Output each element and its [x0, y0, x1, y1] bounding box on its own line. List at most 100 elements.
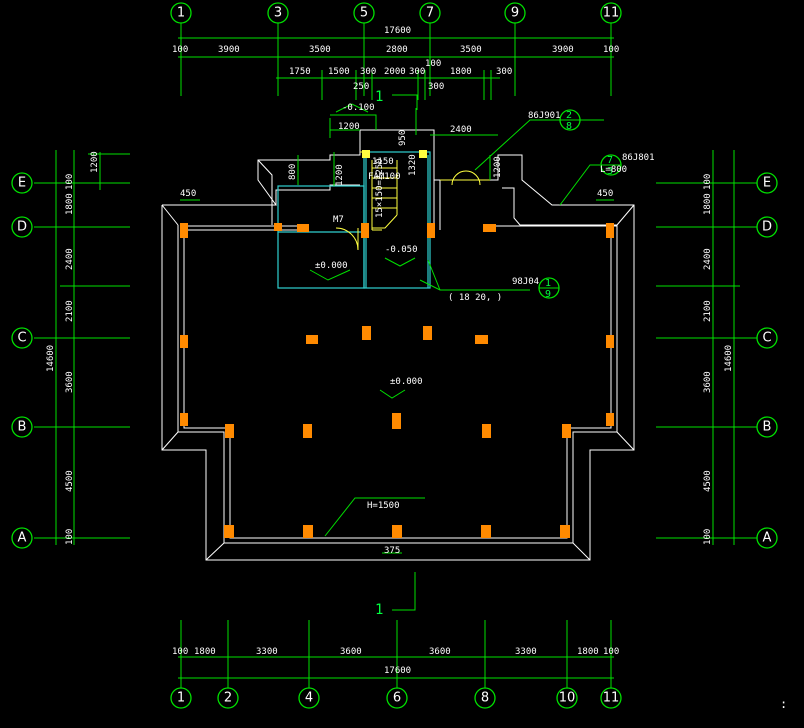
bottom-axis-label: 2	[224, 691, 232, 706]
right-axis-label: E	[763, 176, 771, 191]
top-total-dim: 17600	[384, 26, 411, 36]
right-dim: 100	[703, 529, 713, 545]
right-axis-bubbles	[756, 172, 778, 549]
dim-label: 2400	[450, 125, 472, 135]
detail-ref: 86J901	[528, 111, 561, 121]
dim-label: 375	[384, 546, 400, 556]
level-label: ±0.000	[390, 377, 423, 387]
door-label: M7	[333, 215, 344, 225]
left-dim: 100	[65, 529, 75, 545]
detail-ref-num: 2	[566, 110, 572, 121]
left-dim: 2400	[65, 248, 75, 270]
top-axis-label: 7	[426, 6, 434, 21]
door-swings	[335, 170, 490, 251]
dim-label: 1200	[335, 164, 345, 186]
top-axis-label: 3	[274, 6, 282, 21]
right-dim: 3600	[703, 371, 713, 393]
top-dim2-3: 300	[360, 67, 376, 77]
right-axis-label: C	[762, 331, 771, 346]
bottom-axis-label: 6	[393, 691, 401, 706]
annotation-leaders	[180, 94, 614, 611]
left-axis-label: A	[18, 531, 27, 546]
top-dim2-6: 100	[425, 59, 441, 69]
right-total-dim: 14600	[724, 345, 734, 372]
detail-ref-den: 3	[607, 166, 613, 177]
right-dim: 4500	[703, 470, 713, 492]
bottom-dimension-lines	[178, 620, 614, 688]
left-axis-label: C	[17, 331, 26, 346]
right-dim: 2100	[703, 300, 713, 322]
top-dim2-7: 1800	[450, 67, 472, 77]
bottom-axis-label: 11	[603, 691, 620, 706]
top-axis-label: 11	[603, 6, 620, 21]
top-dim2-8: 300	[496, 67, 512, 77]
left-dim: 3600	[65, 371, 75, 393]
top-axis-label: 9	[511, 6, 519, 21]
left-axis-bubbles	[11, 172, 33, 549]
bottom-axis-label: 1	[177, 691, 185, 706]
corner-mark: :	[780, 697, 787, 711]
height-label: H=1500	[367, 501, 400, 511]
door-label: FAM100	[368, 172, 401, 182]
structural-columns	[180, 223, 614, 538]
bottom-dim: 1800	[577, 647, 599, 657]
exterior-wall-outline	[161, 129, 635, 561]
top-dimension-lines	[178, 22, 614, 100]
bottom-axis-bubbles	[170, 687, 622, 709]
top-dim2b-2: 300	[428, 82, 444, 92]
level-label: -0.050	[385, 245, 418, 255]
bottom-total-dim: 17600	[384, 666, 411, 676]
left-axis-label: B	[18, 420, 27, 435]
detail-ref-num: 7	[607, 155, 613, 166]
detail-ref: 86J801	[622, 153, 655, 163]
left-dim: 4500	[65, 470, 75, 492]
top-dim-2: 3900	[218, 45, 240, 55]
top-dim2-2: 1500	[328, 67, 350, 77]
top-axis-label: 1	[177, 6, 185, 21]
bottom-dim: 100	[172, 647, 188, 657]
bottom-dim: 3300	[256, 647, 278, 657]
dim-label: 450	[597, 189, 613, 199]
left-dim: 2100	[65, 300, 75, 322]
top-dim2-4: 2000	[384, 67, 406, 77]
top-dim-6: 3900	[552, 45, 574, 55]
right-dim: 2400	[703, 248, 713, 270]
right-dim: 100	[703, 174, 713, 190]
right-axis-label: B	[763, 420, 772, 435]
dim-label: 1320	[408, 154, 418, 176]
top-dim2-1: 1750	[289, 67, 311, 77]
top-dim2b-1: 250	[353, 82, 369, 92]
dim-label: 950	[398, 130, 408, 146]
top-dim-3: 3500	[309, 45, 331, 55]
left-axis-label: E	[18, 176, 26, 191]
right-dim: 1800	[703, 193, 713, 215]
left-dimension-lines	[34, 150, 130, 545]
detail-ref: 98J04	[512, 277, 539, 287]
bottom-dim: 1800	[194, 647, 216, 657]
dim-label: 1150	[372, 157, 394, 167]
length-label: L=800	[600, 165, 627, 175]
section-mark-top: 1	[375, 89, 383, 105]
left-axis-label: D	[17, 220, 27, 235]
bottom-axis-label: 8	[481, 691, 489, 706]
bottom-dim: 3600	[340, 647, 362, 657]
top-axis-bubbles	[170, 2, 622, 24]
left-dim: 1200	[90, 151, 100, 173]
dim-label: 800	[288, 164, 298, 180]
right-dimension-lines	[656, 150, 760, 545]
bottom-dim: 3600	[429, 647, 451, 657]
top-dim2-5: 300	[409, 67, 425, 77]
dim-label: 450	[180, 189, 196, 199]
detail-note: ( 18 20, )	[448, 293, 502, 303]
bottom-axis-label: 10	[559, 691, 576, 706]
top-dim-7: 100	[603, 45, 619, 55]
section-mark-bottom: 1	[375, 602, 383, 618]
detail-ref-den: 9	[545, 289, 551, 300]
right-axis-label: D	[762, 220, 772, 235]
left-total-dim: 14600	[46, 345, 56, 372]
top-axis-label: 5	[360, 6, 368, 21]
left-dim: 1800	[65, 193, 75, 215]
dim-label: 1200	[493, 156, 503, 178]
bottom-dim: 3300	[515, 647, 537, 657]
stair-symbol	[360, 150, 427, 231]
